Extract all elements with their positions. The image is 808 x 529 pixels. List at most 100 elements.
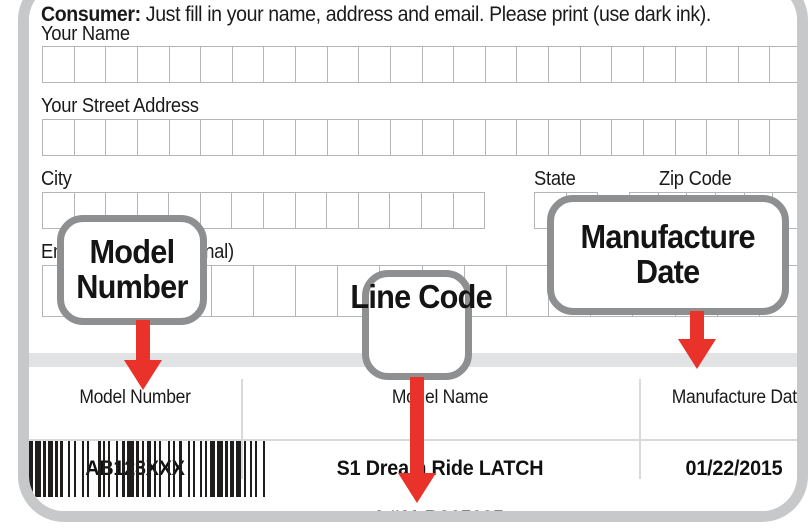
your-name-cell[interactable] (517, 47, 549, 82)
barcode-bar (43, 441, 46, 497)
barcode-bar (167, 441, 170, 497)
street-address-cell[interactable] (138, 120, 170, 155)
city-cell[interactable] (327, 193, 359, 228)
city-cell[interactable] (296, 193, 328, 228)
email-cell[interactable] (507, 266, 550, 316)
your-name-cell[interactable] (739, 47, 771, 82)
your-name-cell[interactable] (423, 47, 455, 82)
street-address-cell[interactable] (170, 120, 202, 155)
barcode-bar (225, 441, 228, 497)
arrow-manufacture-date (677, 311, 717, 373)
street-address-cell[interactable] (739, 120, 771, 155)
city-cell[interactable] (138, 193, 170, 228)
city-cell[interactable] (43, 193, 75, 228)
barcode-bar (179, 441, 182, 497)
street-address-cell[interactable] (581, 120, 613, 155)
street-address-cell[interactable] (391, 120, 423, 155)
callout-manufacture-date-line1: Manufacture (580, 218, 756, 256)
city-cell[interactable] (264, 193, 296, 228)
label-zip-code: Zip Code (659, 168, 732, 190)
barcode-bar (243, 441, 246, 497)
barcode-bar (146, 441, 151, 497)
street-address-cell[interactable] (43, 120, 75, 155)
barcode-bar (73, 441, 76, 497)
city-cell[interactable] (454, 193, 486, 228)
your-name-cell[interactable] (106, 47, 138, 82)
street-address-cell[interactable] (454, 120, 486, 155)
your-name-cell[interactable] (612, 47, 644, 82)
barcode-bar (82, 441, 85, 497)
callout-model-number-line2: Number (76, 268, 188, 305)
input-street-address[interactable] (42, 119, 797, 156)
your-name-cell[interactable] (486, 47, 518, 82)
your-name-cell[interactable] (549, 47, 581, 82)
street-address-cell[interactable] (517, 120, 549, 155)
street-address-cell[interactable] (423, 120, 455, 155)
barcode-bar (265, 441, 269, 497)
your-name-cell[interactable] (233, 47, 265, 82)
street-address-cell[interactable] (770, 120, 797, 155)
column-header-manufacture-date: Manufacture Date (671, 387, 807, 408)
label-city: City (41, 168, 72, 190)
value-model-name: S1 Dream Ride LATCH (336, 457, 544, 480)
your-name-cell[interactable] (328, 47, 360, 82)
street-address-cell[interactable] (264, 120, 296, 155)
email-cell[interactable] (212, 266, 254, 316)
email-cell[interactable] (254, 266, 297, 316)
street-address-cell[interactable] (486, 120, 518, 155)
street-address-cell[interactable] (328, 120, 360, 155)
street-address-cell[interactable] (233, 120, 265, 155)
email-cell[interactable] (170, 266, 212, 316)
your-name-cell[interactable] (359, 47, 391, 82)
street-address-cell[interactable] (359, 120, 391, 155)
city-cell[interactable] (169, 193, 201, 228)
barcode-bar (135, 441, 140, 497)
street-address-cell[interactable] (676, 120, 708, 155)
your-name-cell[interactable] (391, 47, 423, 82)
city-cell[interactable] (390, 193, 422, 228)
street-address-cell[interactable] (612, 120, 644, 155)
your-name-cell[interactable] (770, 47, 797, 82)
your-name-cell[interactable] (581, 47, 613, 82)
city-cell[interactable] (422, 193, 454, 228)
city-cell[interactable] (75, 193, 107, 228)
street-address-cell[interactable] (75, 120, 107, 155)
barcode (29, 441, 269, 497)
your-name-cell[interactable] (707, 47, 739, 82)
column-header-model-number: Model Number (79, 387, 191, 408)
label-your-name: Your Name (41, 23, 130, 45)
value-lot-code: L#11 B265035 (376, 507, 504, 522)
street-address-cell[interactable] (644, 120, 676, 155)
barcode-bar (60, 441, 63, 497)
your-name-cell[interactable] (454, 47, 486, 82)
email-cell[interactable] (296, 266, 339, 316)
your-name-cell[interactable] (264, 47, 296, 82)
street-address-cell[interactable] (296, 120, 328, 155)
your-name-cell[interactable] (644, 47, 676, 82)
input-your-name[interactable] (42, 46, 797, 83)
your-name-cell[interactable] (75, 47, 107, 82)
barcode-bar (103, 441, 106, 497)
email-cell[interactable] (465, 266, 507, 316)
your-name-cell[interactable] (296, 47, 328, 82)
label-divider-left (241, 379, 243, 479)
street-address-cell[interactable] (549, 120, 581, 155)
city-cell[interactable] (201, 193, 233, 228)
city-cell[interactable] (232, 193, 265, 228)
street-address-cell[interactable] (201, 120, 233, 155)
barcode-bar (192, 441, 195, 497)
street-address-cell[interactable] (106, 120, 138, 155)
your-name-cell[interactable] (43, 47, 75, 82)
consumer-instruction-bold: Consumer: (41, 3, 141, 26)
city-cell[interactable] (106, 193, 138, 228)
callout-line-code-text: Line Code (350, 278, 492, 315)
barcode-bar (153, 441, 156, 497)
your-name-cell[interactable] (170, 47, 202, 82)
your-name-cell[interactable] (676, 47, 708, 82)
your-name-cell[interactable] (201, 47, 233, 82)
street-address-cell[interactable] (707, 120, 739, 155)
city-cell[interactable] (359, 193, 391, 228)
your-name-cell[interactable] (138, 47, 170, 82)
